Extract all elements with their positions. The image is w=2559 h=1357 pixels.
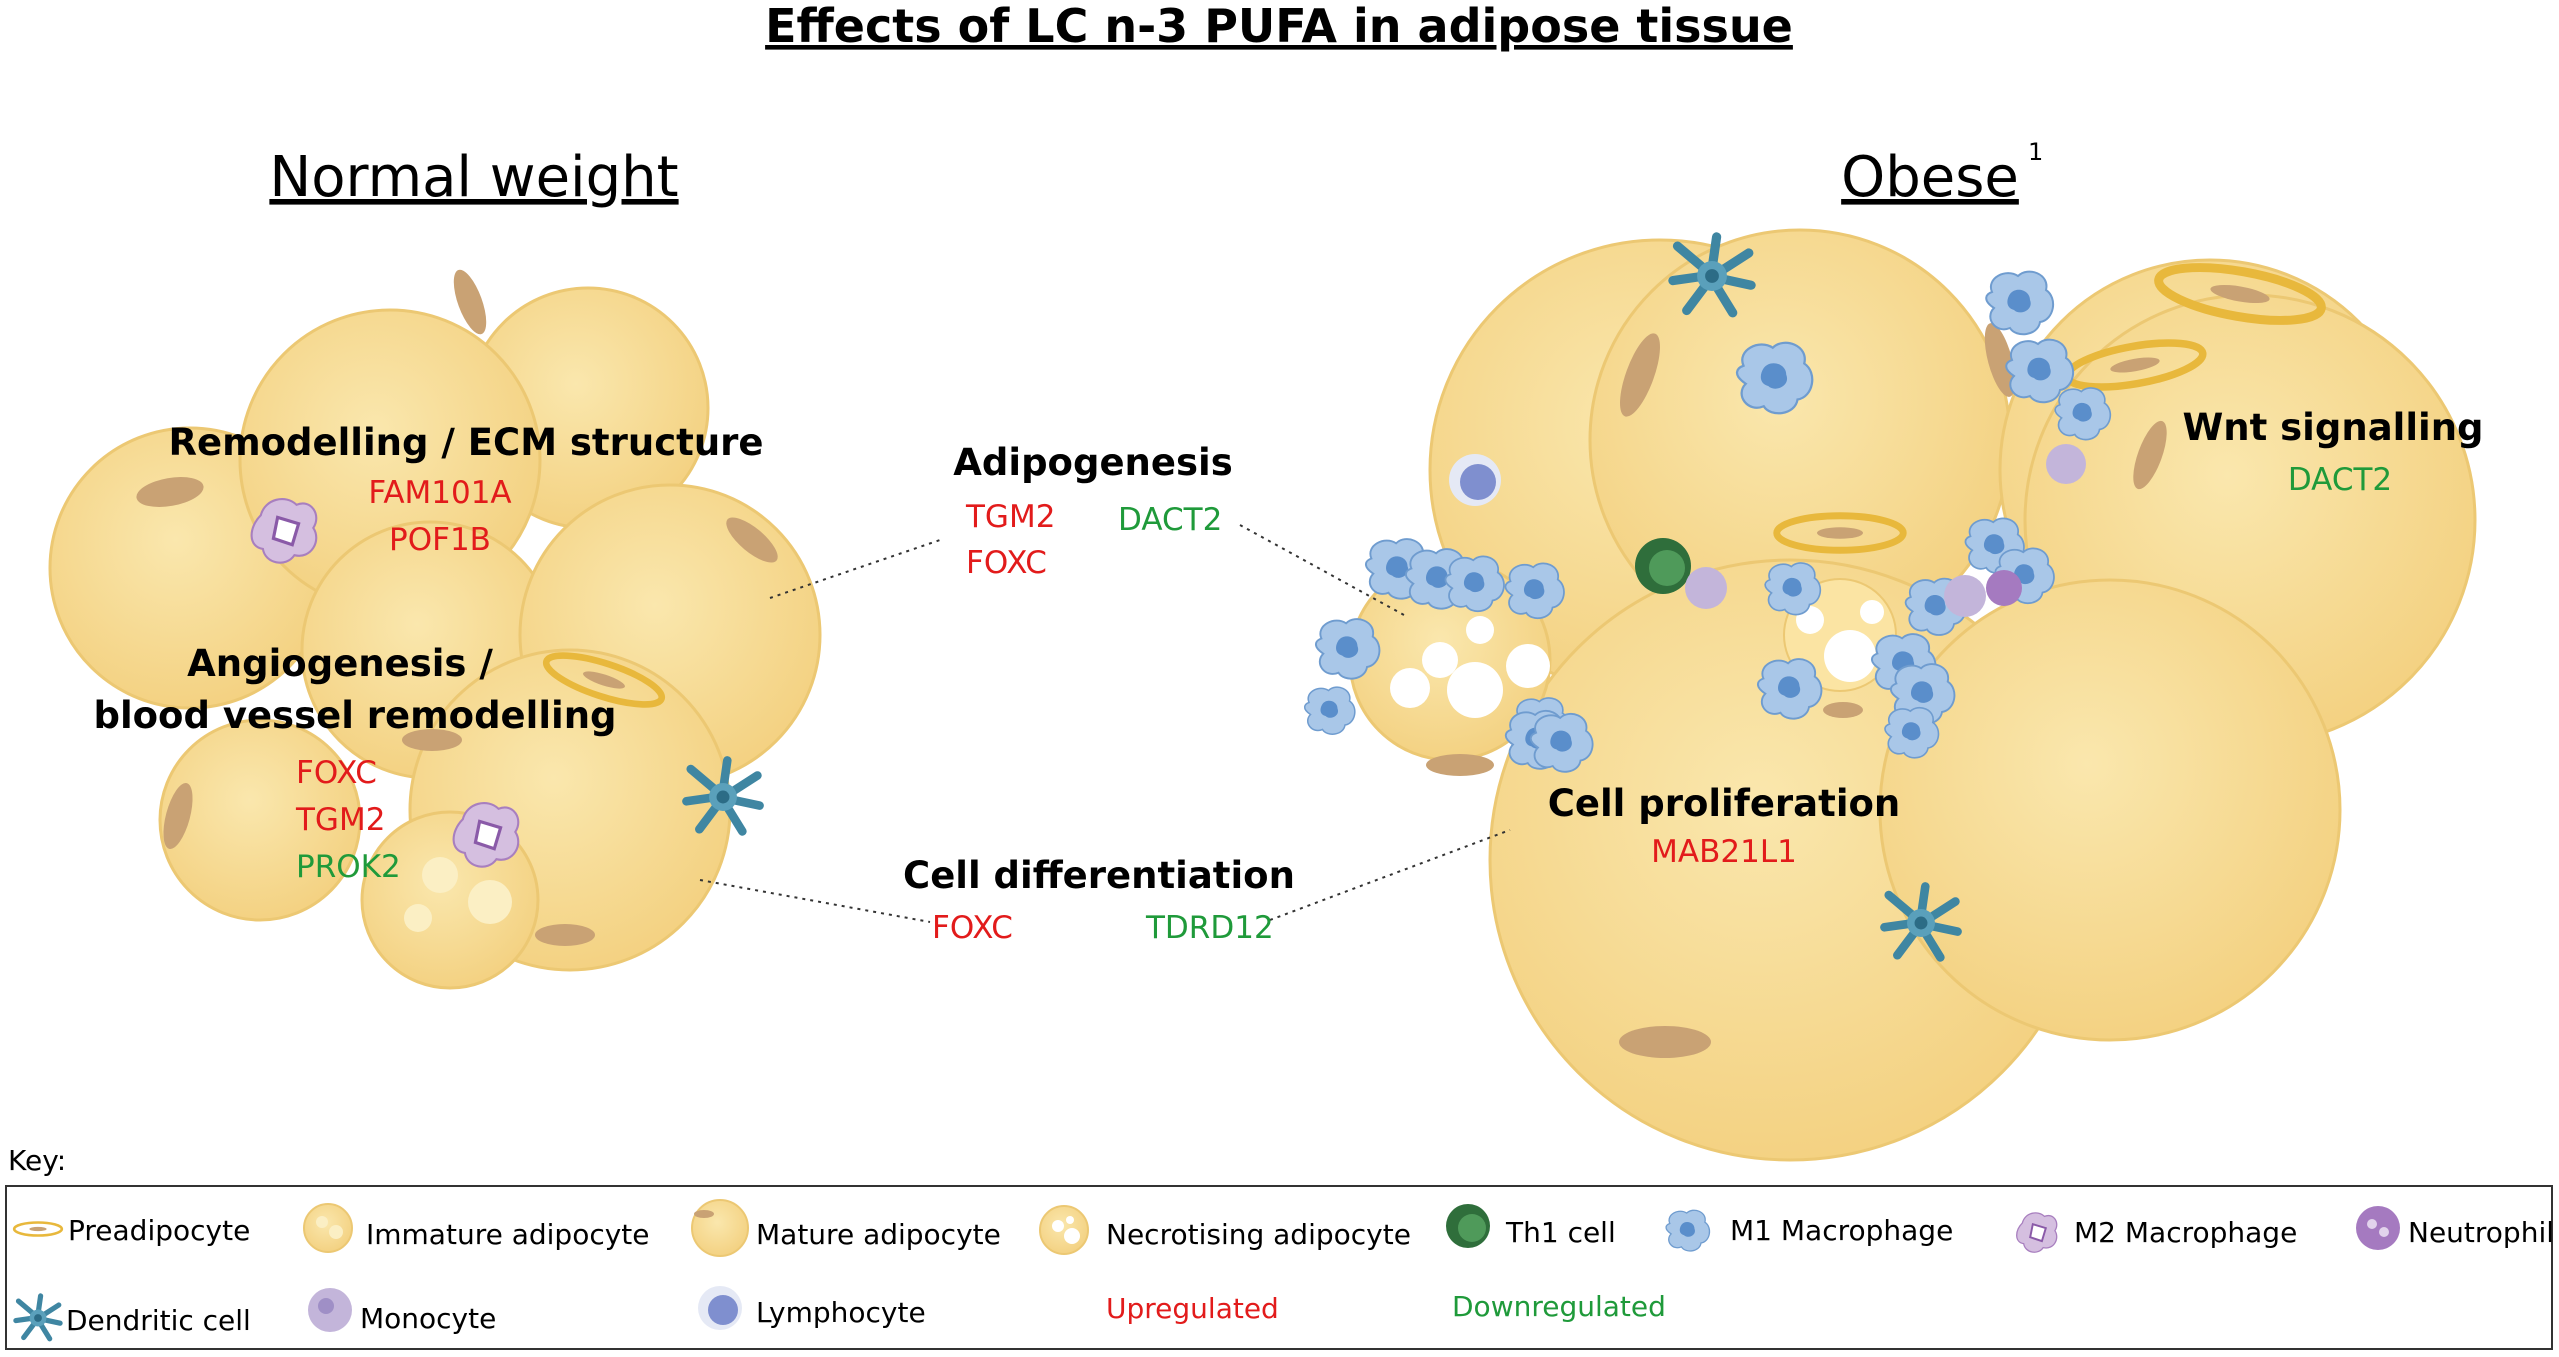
panel-heading-obese: Obese <box>1841 145 2019 210</box>
svg-text:Mature adipocyte: Mature adipocyte <box>756 1218 1001 1251</box>
angiogenesis-group: Angiogenesis / blood vessel remodelling … <box>93 642 616 885</box>
remodelling-group: Remodelling / ECM structure FAM101A POF1… <box>168 421 763 558</box>
dendritic-cell-icon <box>16 1296 60 1339</box>
remodelling-label: Remodelling / ECM structure <box>168 421 763 464</box>
preadipocyte-icon <box>12 1221 64 1237</box>
adipogenesis-group: Adipogenesis TGM2 FOXC DACT2 <box>953 441 1232 581</box>
key-item-dendritic-cell: Dendritic cell <box>16 1296 251 1339</box>
angiogenesis-label-line2: blood vessel remodelling <box>93 694 616 737</box>
key-item-downregulated: Downregulated <box>1452 1290 1666 1323</box>
mature-adipocyte-icon <box>691 1199 749 1257</box>
gene-mab21l1: MAB21L1 <box>1651 834 1797 870</box>
gene-foxc-adipogenesis: FOXC <box>966 545 1047 581</box>
key-item-th1-cell: Th1 cell <box>1446 1204 1616 1249</box>
key-item-m1-macrophage: M1 Macrophage <box>1665 1209 1953 1252</box>
wnt-label: Wnt signalling <box>2182 406 2483 449</box>
svg-text:M1 Macrophage: M1 Macrophage <box>1730 1214 1953 1247</box>
svg-text:M2 Macrophage: M2 Macrophage <box>2074 1216 2297 1249</box>
svg-text:Dendritic cell: Dendritic cell <box>66 1304 251 1337</box>
obese-adipocyte-cluster <box>1303 228 2477 1162</box>
key-item-lymphocyte: Lymphocyte <box>698 1286 926 1330</box>
svg-text:Immature adipocyte: Immature adipocyte <box>366 1218 650 1251</box>
wnt-group: Wnt signalling DACT2 <box>2182 406 2483 498</box>
adipogenesis-label: Adipogenesis <box>953 441 1232 484</box>
gene-foxc: FOXC <box>296 755 377 791</box>
key-item-m2-macrophage: M2 Macrophage <box>2015 1211 2297 1254</box>
key-item-preadipocyte: Preadipocyte <box>12 1214 250 1247</box>
svg-text:Neutrophil: Neutrophil <box>2408 1216 2554 1249</box>
gene-dact2-wnt: DACT2 <box>2288 462 2392 498</box>
obese-superscript: 1 <box>2028 138 2043 166</box>
figure-title: Effects of LC n-3 PUFA in adipose tissue <box>765 0 1793 53</box>
svg-text:Lymphocyte: Lymphocyte <box>756 1296 926 1329</box>
m1-macrophage-icon <box>1665 1209 1711 1252</box>
gene-foxc-differentiation: FOXC <box>932 910 1013 946</box>
necrotising-adipocyte-icon <box>1039 1205 1089 1255</box>
key-item-monocyte: Monocyte <box>308 1288 496 1335</box>
key-item-mature-adipocyte: Mature adipocyte <box>691 1199 1001 1257</box>
panel-heading-normal: Normal weight <box>269 145 678 210</box>
key-row-1: Preadipocyte Immature adipocyte Mature a… <box>12 1199 2554 1257</box>
gene-tdrd12: TDRD12 <box>1145 910 1274 946</box>
key-box <box>5 1185 2553 1350</box>
key-item-necrotising-adipocyte: Necrotising adipocyte <box>1039 1205 1411 1255</box>
immature-adipocyte-icon <box>303 1203 353 1253</box>
svg-text:Monocyte: Monocyte <box>360 1302 496 1335</box>
differentiation-group: Cell differentiation FOXC TDRD12 <box>903 854 1295 946</box>
gene-tgm2-adipogenesis: TGM2 <box>965 499 1055 535</box>
key-title: Key: <box>8 1144 66 1177</box>
connector-lines <box>699 524 1511 923</box>
gene-dact2-adipogenesis: DACT2 <box>1118 502 1222 538</box>
svg-text:Downregulated: Downregulated <box>1452 1290 1666 1323</box>
key-item-neutrophil: Neutrophil <box>2356 1206 2554 1250</box>
svg-text:Upregulated: Upregulated <box>1106 1292 1279 1325</box>
m2-macrophage-icon <box>2015 1211 2058 1254</box>
angiogenesis-label-line1: Angiogenesis / <box>187 642 493 685</box>
key-item-immature-adipocyte: Immature adipocyte <box>303 1203 650 1253</box>
svg-text:Preadipocyte: Preadipocyte <box>68 1214 250 1247</box>
gene-pof1b: POF1B <box>389 522 491 558</box>
gene-tgm2: TGM2 <box>295 802 385 838</box>
differentiation-label: Cell differentiation <box>903 854 1295 897</box>
proliferation-group: Cell proliferation MAB21L1 <box>1548 782 1901 870</box>
svg-text:Necrotising adipocyte: Necrotising adipocyte <box>1106 1218 1411 1251</box>
normal-adipocyte-cluster <box>48 269 822 990</box>
key-item-upregulated: Upregulated <box>1106 1292 1279 1325</box>
gene-prok2: PROK2 <box>296 849 401 885</box>
proliferation-label: Cell proliferation <box>1548 782 1901 825</box>
svg-text:Th1 cell: Th1 cell <box>1505 1216 1616 1249</box>
gene-fam101a: FAM101A <box>368 475 511 511</box>
neutrophil-icon <box>2356 1206 2400 1250</box>
key-row-2: Dendritic cell Monocyte Lymphocyte Upreg… <box>16 1286 1666 1339</box>
